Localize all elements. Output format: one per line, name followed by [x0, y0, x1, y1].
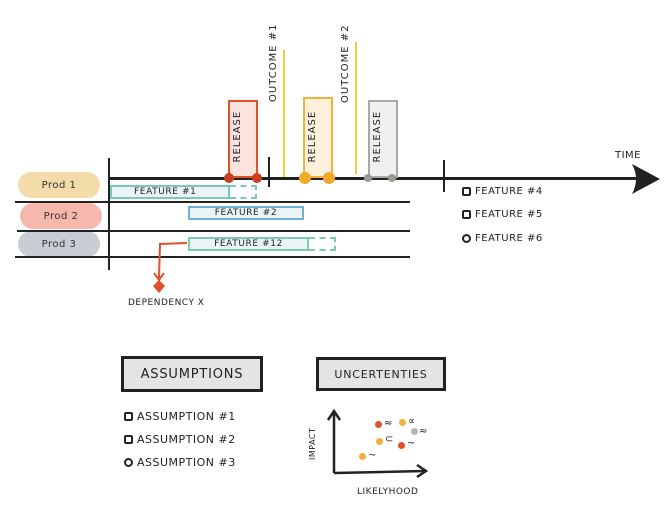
release-start-dot	[299, 172, 311, 184]
checkbox-icon[interactable]	[124, 412, 133, 421]
product-label-text: Prod 2	[43, 210, 79, 222]
product-label-3: Prod 3	[18, 231, 100, 257]
outcome-2-line	[355, 42, 357, 174]
uncertainty-point[interactable]	[376, 438, 383, 445]
dependency-connector	[153, 242, 188, 293]
feature-12-extension	[309, 237, 336, 251]
release-label: Release	[307, 110, 318, 163]
time-axis	[110, 177, 638, 180]
release-label: Release	[372, 110, 383, 163]
time-axis-label: Time	[615, 150, 642, 161]
release-end-dot	[252, 173, 262, 183]
uncertainty-point[interactable]	[411, 428, 418, 435]
uncertainty-note: ≈	[419, 426, 428, 437]
release-label: Release	[232, 110, 243, 163]
uncertainty-note: ≈	[384, 418, 393, 429]
product-label-1: Prod 1	[18, 172, 100, 198]
uncertainty-point[interactable]	[399, 419, 406, 426]
outcome-1-line	[283, 50, 285, 177]
swimlane-divider	[15, 256, 410, 258]
feature-bar-12[interactable]: Feature #12	[188, 237, 309, 251]
checkbox-icon[interactable]	[462, 187, 471, 196]
release-marker-1[interactable]: Release	[228, 100, 258, 178]
assumptions-title: Assumptions	[121, 356, 263, 392]
uncertainties-title-text: Uncertenties	[334, 367, 428, 381]
assumption-label: Assumption #2	[137, 433, 236, 446]
release-start-dot	[364, 174, 372, 182]
uncertainty-note: ~	[368, 450, 377, 461]
swimlane-divider	[17, 230, 410, 232]
backlog-item-6[interactable]: Feature #6	[462, 233, 543, 244]
uncertainty-point[interactable]	[359, 453, 366, 460]
product-label-2: Prod 2	[20, 203, 102, 229]
time-axis-arrowhead-icon	[632, 164, 660, 194]
timeline-start-line	[108, 158, 110, 270]
backlog-item-4[interactable]: Feature #4	[462, 186, 543, 197]
feature-label: Feature #1	[134, 187, 197, 197]
backlog-label: Feature #5	[475, 209, 543, 220]
likelyhood-axis-label: Likelyhood	[357, 487, 419, 497]
uncertainty-note: ∝	[408, 416, 416, 427]
uncertainty-point[interactable]	[398, 442, 405, 449]
checkbox-icon[interactable]	[462, 210, 471, 219]
now-marker	[268, 157, 270, 187]
future-marker	[443, 160, 445, 192]
checkbox-icon[interactable]	[124, 435, 133, 444]
product-label-text: Prod 1	[41, 179, 77, 191]
assumption-label: Assumption #1	[137, 410, 236, 423]
assumption-item-3[interactable]: Assumption #3	[124, 456, 236, 469]
feature-bar-2[interactable]: Feature #2	[188, 206, 304, 220]
uncertainties-title: Uncertenties	[316, 357, 446, 391]
outcome-1-label: Outcome #1	[268, 23, 279, 102]
dependency-diamond-icon	[153, 280, 165, 293]
backlog-label: Feature #4	[475, 186, 543, 197]
assumption-label: Assumption #3	[137, 456, 236, 469]
dependency-label: Dependency X	[128, 298, 205, 308]
release-marker-3[interactable]: Release	[368, 100, 398, 178]
uncertainty-note: ~	[407, 438, 416, 449]
backlog-label: Feature #6	[475, 233, 543, 244]
feature-label: Feature #2	[214, 208, 278, 218]
uncertainty-note: ⊂	[385, 434, 394, 445]
backlog-item-5[interactable]: Feature #5	[462, 209, 543, 220]
assumption-item-1[interactable]: Assumption #1	[124, 410, 236, 423]
release-end-dot	[323, 172, 335, 184]
product-label-text: Prod 3	[41, 238, 77, 250]
release-start-dot	[224, 173, 234, 183]
feature-1-extension	[230, 185, 257, 199]
swimlane-divider	[15, 201, 410, 203]
uncertainty-matrix-axes	[326, 408, 429, 479]
feature-bar-1[interactable]: Feature #1	[110, 185, 230, 199]
assumption-item-2[interactable]: Assumption #2	[124, 433, 236, 446]
checkbox-icon[interactable]	[462, 234, 471, 243]
release-end-dot	[388, 174, 396, 182]
uncertainty-point[interactable]	[375, 421, 382, 428]
feature-label: Feature #12	[214, 239, 283, 249]
release-marker-2[interactable]: Release	[303, 97, 333, 178]
assumptions-title-text: Assumptions	[140, 366, 244, 382]
checkbox-icon[interactable]	[124, 458, 133, 467]
outcome-2-label: Outcome #2	[340, 24, 351, 103]
impact-axis-label: Impact	[308, 427, 317, 460]
